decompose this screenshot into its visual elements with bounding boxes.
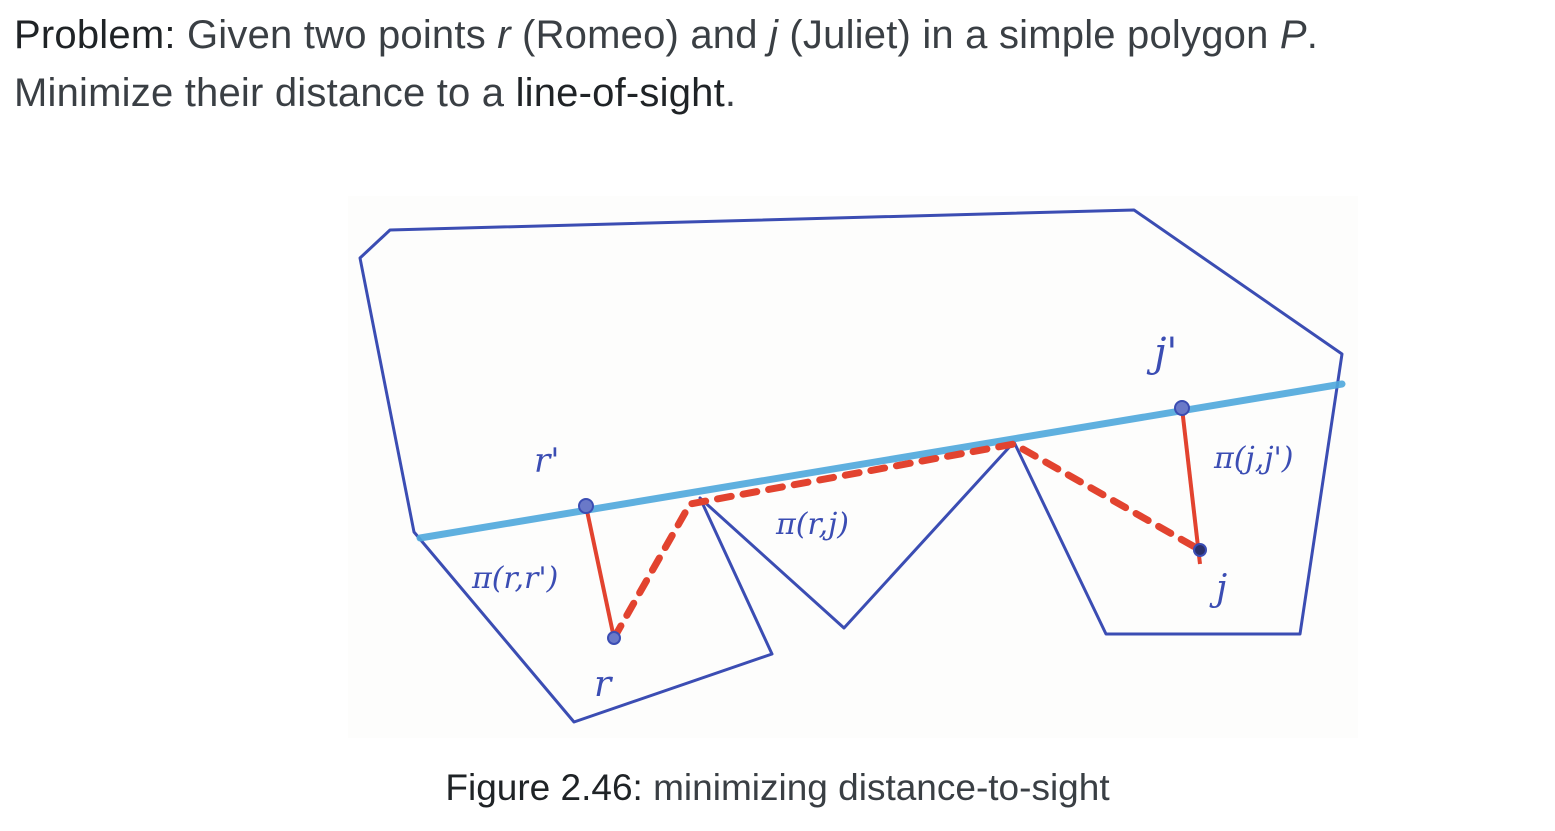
problem-text-1b: (Romeo) and xyxy=(510,13,769,57)
label-j-prime: j' xyxy=(1146,330,1177,376)
problem-text-2b: . xyxy=(724,71,737,115)
line-of-sight-term: line-of-sight xyxy=(515,71,725,115)
label-r-prime: r' xyxy=(534,441,560,481)
problem-text-2a: Minimize their distance to a xyxy=(14,71,516,115)
point-j xyxy=(1193,543,1207,557)
problem-text-1a: Given two points xyxy=(175,13,498,57)
label-pi-r-j: π(r,j) xyxy=(775,507,849,542)
polygon-outline xyxy=(358,208,1344,724)
caption-label: Figure 2.46: xyxy=(445,767,643,808)
polygon-sketch: r' j' r j π(r,r') π(r,j) π(j,j') xyxy=(358,208,1346,724)
label-r: r xyxy=(594,664,613,705)
label-j: j xyxy=(1209,568,1227,609)
problem-line-1: Problem: Given two points r (Romeo) and … xyxy=(14,6,1544,64)
romeo-variable: r xyxy=(497,13,511,57)
path-j-to-jprime xyxy=(1180,407,1202,565)
problem-text-1c: (Juliet) in a simple polygon xyxy=(778,13,1280,57)
point-j-prime xyxy=(1174,400,1190,416)
problem-statement: Problem: Given two points r (Romeo) and … xyxy=(14,6,1544,122)
label-pi-r-rprime: π(r,r') xyxy=(471,561,558,596)
figure-caption: Figure 2.46: minimizing distance-to-sigh… xyxy=(0,764,1555,812)
caption-text: minimizing distance-to-sight xyxy=(642,767,1110,808)
polygon-variable: P xyxy=(1279,13,1307,57)
problem-text-1d: . xyxy=(1306,13,1319,57)
point-r xyxy=(607,631,621,645)
path-r-to-j xyxy=(610,440,1204,642)
problem-label: Problem: xyxy=(14,13,176,57)
problem-line-2: Minimize their distance to a line-of-sig… xyxy=(14,64,1544,122)
path-r-to-rprime xyxy=(584,505,616,639)
figure-drawing: r' j' r j π(r,r') π(r,j) π(j,j') xyxy=(348,196,1358,738)
juliet-variable: j xyxy=(769,13,779,57)
label-pi-j-jprime: π(j,j') xyxy=(1213,441,1294,476)
point-r-prime xyxy=(578,498,594,514)
